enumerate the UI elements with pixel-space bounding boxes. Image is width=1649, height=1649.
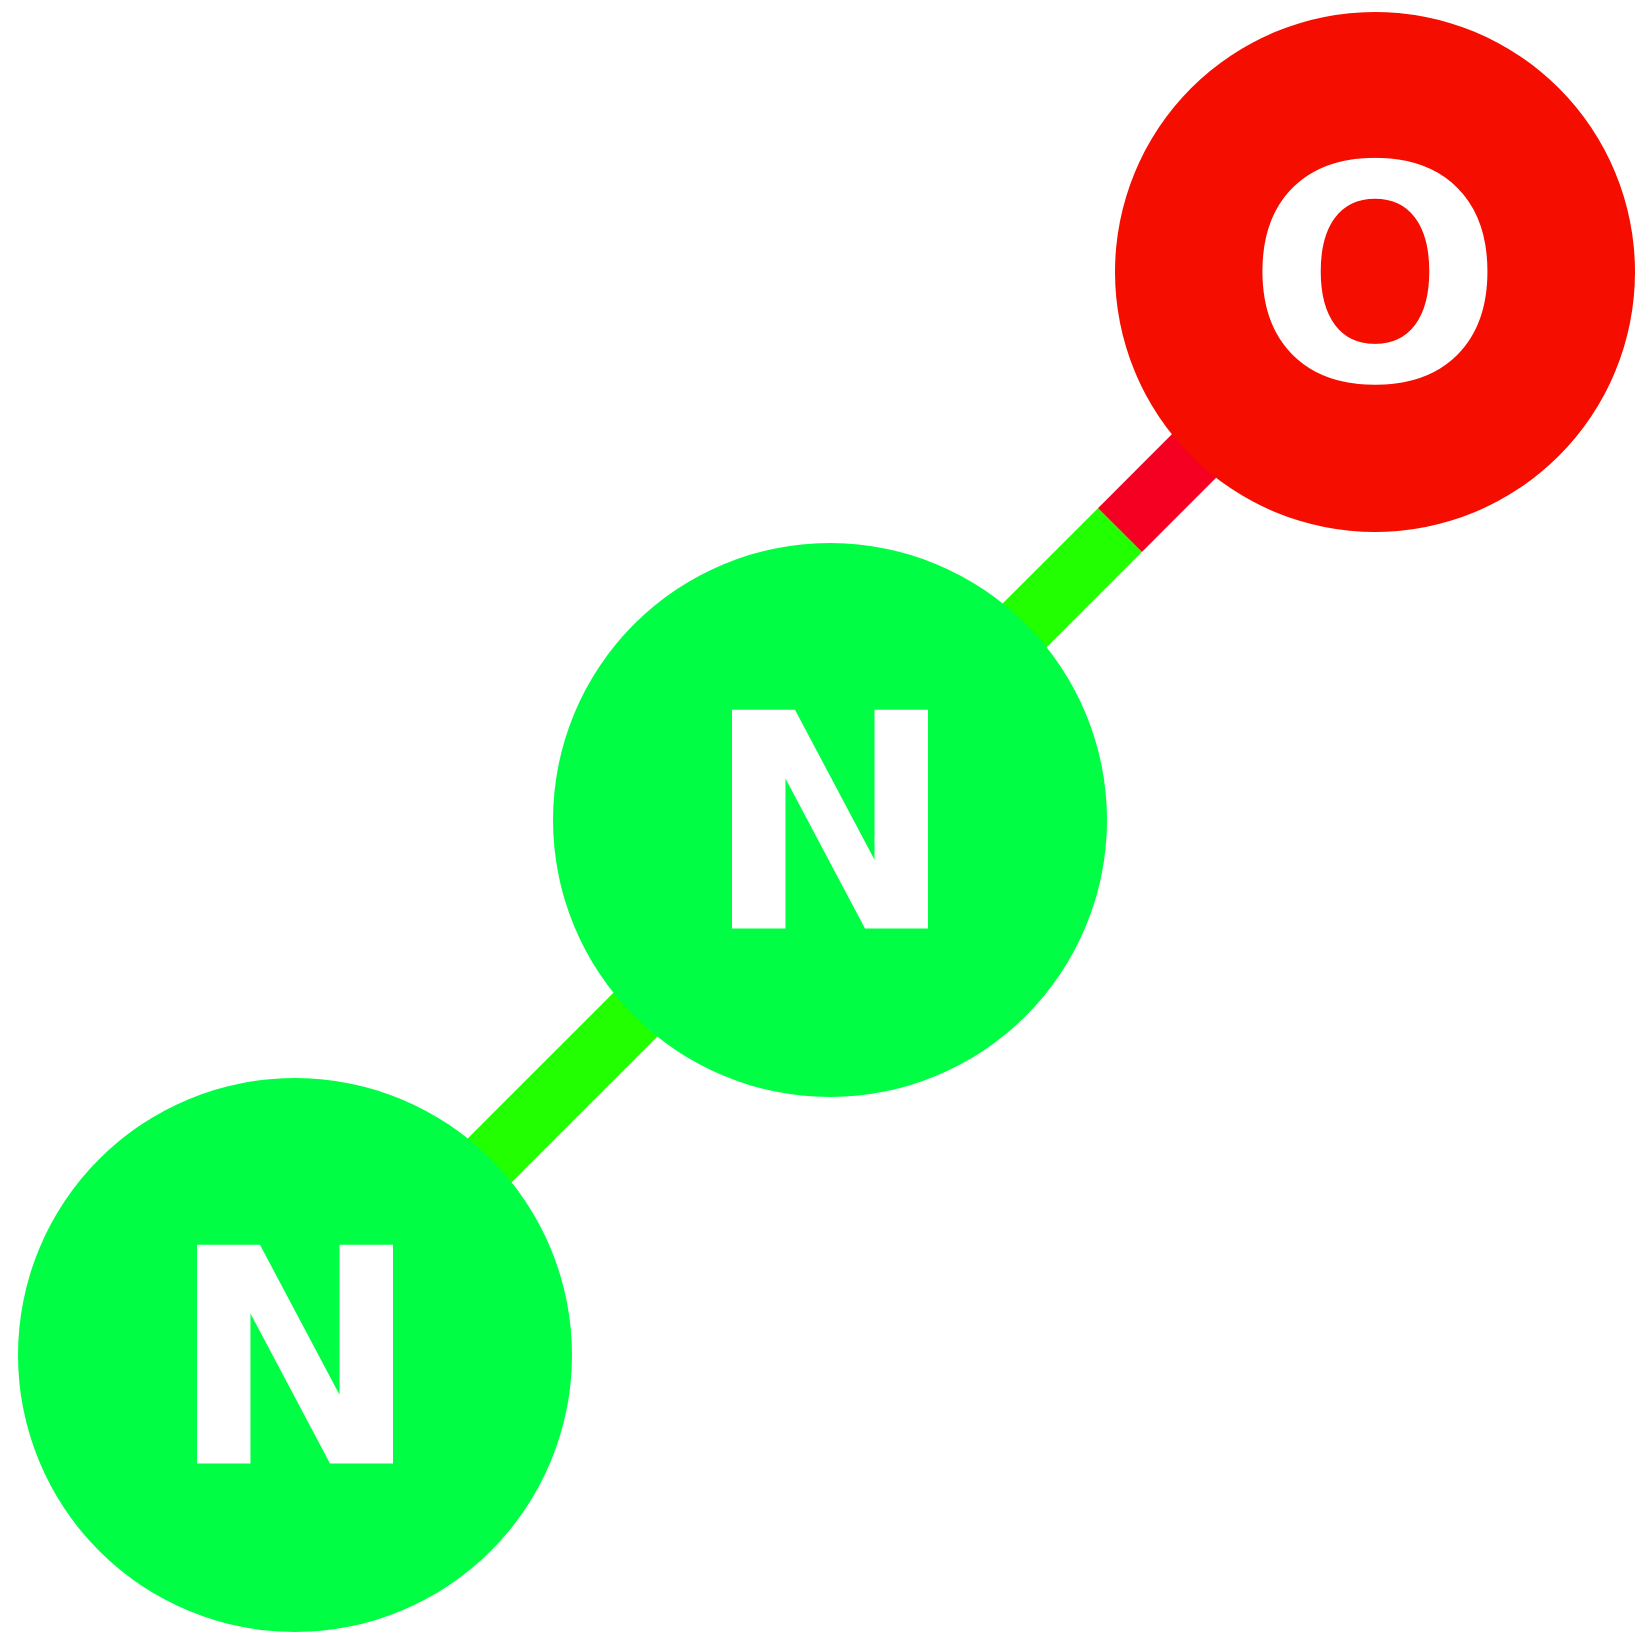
atom-o1: O: [1115, 12, 1635, 532]
atom-n2-circle: [553, 543, 1107, 1097]
atom-n2-label: N: [704, 651, 955, 1000]
atom-n2: N: [553, 543, 1107, 1097]
atom-o1-label: O: [1247, 103, 1502, 452]
atom-o1-circle: [1115, 12, 1635, 532]
atom-n1-circle: [18, 1078, 572, 1632]
atom-n1-label: N: [169, 1186, 420, 1535]
atom-n1: N: [18, 1078, 572, 1632]
